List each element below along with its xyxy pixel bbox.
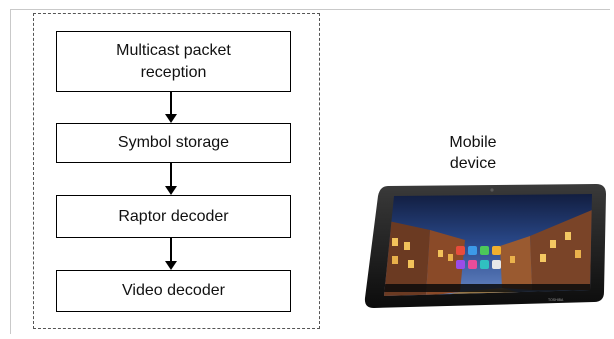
flow-arrow-2: [165, 163, 177, 195]
flow-arrow-1: [165, 92, 177, 123]
video-decoder-block: Video decoder: [56, 270, 291, 312]
app-icons: [456, 246, 501, 269]
tablet-image: TOSHIBA: [360, 180, 610, 315]
frame-left-border: [10, 9, 11, 334]
symbol-storage-block: Symbol storage: [56, 123, 291, 163]
camera-icon: [490, 188, 494, 192]
brand-mark: TOSHIBA: [548, 298, 564, 302]
flow-arrow-3: [165, 238, 177, 270]
mobile-device-label: Mobile device: [449, 134, 497, 172]
receiver-processing-group: [33, 13, 320, 329]
tablet-illustration: TOSHIBA: [364, 184, 606, 308]
multicast-packet-reception-block: Multicast packet reception: [56, 31, 291, 92]
tablet-screen: [384, 194, 592, 296]
raptor-decoder-block: Raptor decoder: [56, 195, 291, 238]
frame-top-border: [10, 9, 610, 10]
